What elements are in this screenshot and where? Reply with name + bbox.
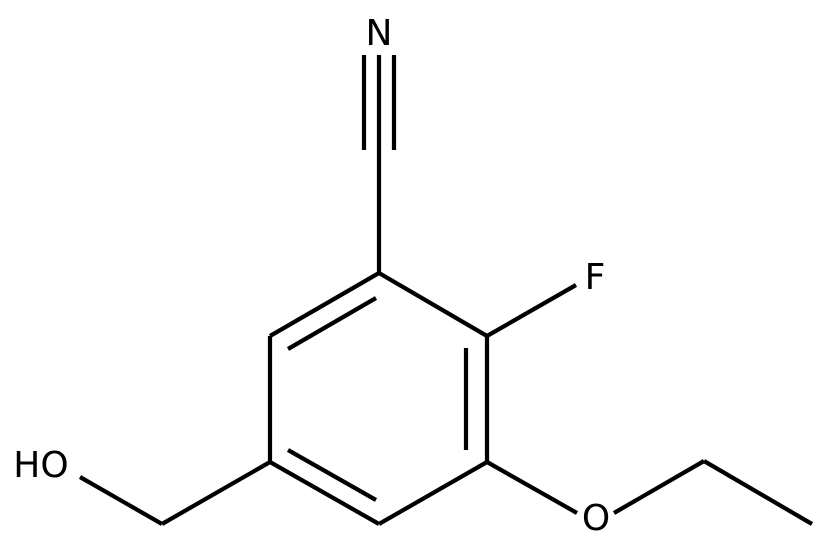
ring-bond-c4-c5 xyxy=(268,460,381,526)
ring-inner-double-c4-c5 xyxy=(286,448,378,502)
ring-to-oxygen-bond xyxy=(485,460,579,515)
ring-inner-double-c1-c6 xyxy=(286,296,378,351)
hydroxyl-label: HO xyxy=(13,445,68,486)
oxygen-label: O xyxy=(582,498,610,539)
ring-bond-c3-c4 xyxy=(377,460,489,526)
nitrile-triple-bond xyxy=(361,55,397,150)
hydroxymethyl-group xyxy=(78,460,272,526)
oxygen-to-ch2-bond xyxy=(612,459,706,515)
ethoxy-group xyxy=(485,459,814,526)
nitrogen-label: N xyxy=(366,13,393,54)
ch2-to-oh-bond xyxy=(78,475,164,526)
ring-bond-c6-c1 xyxy=(268,271,381,338)
fluorine-bond xyxy=(485,283,578,338)
fluorine-label: F xyxy=(585,257,606,298)
ring-to-ch2-bond xyxy=(160,460,272,526)
benzene-ring xyxy=(267,271,490,526)
ch2-to-ch3-bond xyxy=(702,459,814,526)
ring-bond-c1-c2 xyxy=(377,271,489,338)
